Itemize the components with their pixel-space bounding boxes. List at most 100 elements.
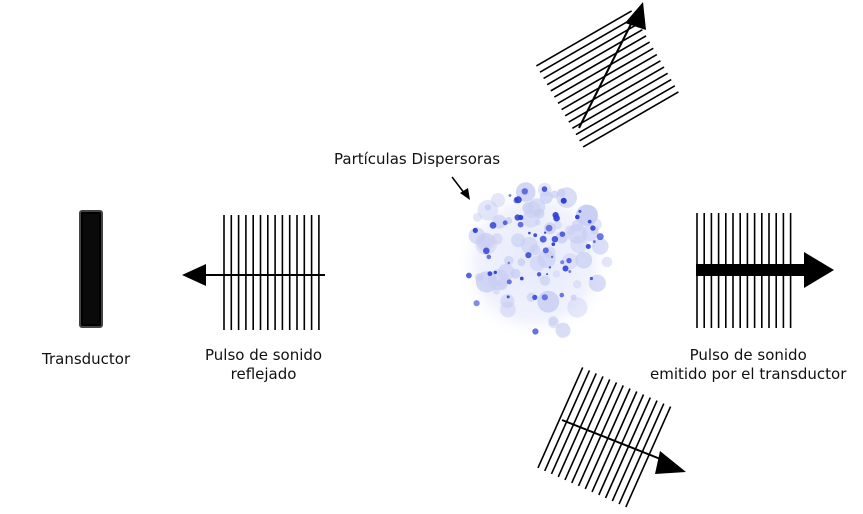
dark-particle	[543, 231, 547, 234]
dark-particle	[560, 260, 565, 265]
wavefront-line	[575, 78, 672, 136]
light-particle	[529, 244, 541, 256]
emitted-arrow-icon	[696, 252, 834, 288]
dark-particle	[552, 212, 559, 219]
light-particle	[500, 294, 515, 309]
transducer-label: Transductor	[42, 350, 131, 368]
light-particle	[553, 220, 562, 230]
scatterers-label: Partículas Dispersoras	[334, 150, 501, 168]
reflected-pulse-label-line2: reflejado	[230, 365, 297, 383]
dark-particle	[566, 257, 572, 264]
light-particle	[555, 322, 571, 338]
wavefront-line	[611, 400, 658, 502]
dark-particle	[590, 225, 596, 231]
dark-particle	[548, 266, 552, 269]
emitted-pulse-label-line2: emitido por el transductor	[650, 365, 847, 383]
light-particle	[510, 268, 521, 279]
dark-particle	[551, 242, 556, 246]
dark-particle	[514, 197, 518, 201]
wavefront-line	[625, 406, 672, 508]
dark-particle	[541, 294, 548, 301]
dark-particle	[521, 188, 528, 195]
dark-particle	[472, 227, 478, 233]
dark-particle	[545, 224, 553, 232]
light-particle	[575, 251, 593, 269]
scatterer-particle-cloud	[455, 182, 615, 342]
light-particle	[504, 255, 514, 266]
dark-particle	[559, 231, 566, 237]
wavefront-line	[598, 394, 645, 496]
emitted-pulse-label-line1: Pulso de sonido	[689, 346, 807, 364]
dark-particle	[518, 214, 524, 221]
dark-particle	[587, 219, 592, 224]
reflected-pulse-label-line1: Pulso de sonido	[205, 346, 323, 364]
dark-particle	[578, 209, 582, 213]
dark-particle	[473, 300, 480, 307]
dark-particle	[483, 247, 490, 255]
light-particle	[588, 274, 606, 292]
light-particle	[477, 199, 499, 221]
dark-particle	[493, 270, 497, 275]
dark-particle	[568, 270, 572, 273]
dark-particle	[508, 194, 512, 197]
light-particle	[539, 275, 551, 286]
dark-particle	[539, 235, 547, 243]
wavefront-line	[543, 370, 591, 472]
dark-particle	[592, 240, 596, 244]
dark-particle	[486, 254, 492, 260]
dark-particle	[506, 279, 512, 285]
wavefront-line	[546, 28, 643, 86]
light-particle	[552, 270, 561, 278]
dark-particle	[550, 255, 554, 259]
wavefront-line	[571, 72, 669, 129]
light-particle	[557, 188, 566, 197]
dark-particle	[532, 294, 538, 300]
wavefront-line	[604, 397, 652, 499]
dark-particle	[528, 231, 531, 235]
dark-particle	[541, 186, 548, 192]
light-particle	[496, 280, 502, 287]
dark-particle	[506, 295, 510, 299]
upper-arrow-icon	[578, 2, 646, 129]
wavefront-line	[568, 66, 665, 123]
wavefront-line	[543, 22, 640, 80]
light-particle	[517, 258, 526, 267]
dark-particle	[589, 276, 594, 281]
wavefront-line	[539, 16, 636, 73]
wavefront-line	[582, 91, 679, 148]
light-particle	[511, 233, 526, 248]
light-particle	[537, 249, 556, 269]
dark-particle	[487, 271, 493, 277]
dark-particle	[536, 272, 542, 277]
light-particle	[492, 287, 500, 295]
dark-particle	[519, 276, 524, 281]
wavefront-line	[561, 53, 658, 111]
scattered-pulse-upper	[535, 10, 679, 148]
light-particle	[573, 280, 582, 289]
light-particle	[497, 263, 515, 281]
wavefront-line	[550, 35, 647, 92]
light-particle	[570, 235, 588, 254]
dark-particle	[551, 236, 559, 243]
light-particle	[601, 256, 613, 268]
reflected-pulse-lines	[223, 215, 320, 330]
dark-particle	[585, 244, 591, 249]
dark-particle	[546, 273, 549, 276]
light-particle	[592, 238, 609, 255]
light-particle	[537, 290, 560, 313]
light-particle	[468, 227, 486, 245]
dark-particle	[517, 221, 524, 228]
reflected-pulse-label: Pulso de sonido reflejado	[205, 346, 322, 384]
dark-particle	[560, 197, 567, 204]
wavefront-line	[564, 60, 661, 117]
dark-particle	[532, 328, 539, 335]
light-particle	[539, 190, 553, 204]
label-pointer-arrow-icon	[451, 176, 470, 200]
light-particle	[496, 278, 508, 291]
wavefront-line	[537, 367, 584, 469]
dark-particle	[502, 220, 508, 226]
wavefront-line	[579, 85, 676, 142]
light-particle	[570, 294, 577, 301]
light-particle	[472, 212, 482, 222]
